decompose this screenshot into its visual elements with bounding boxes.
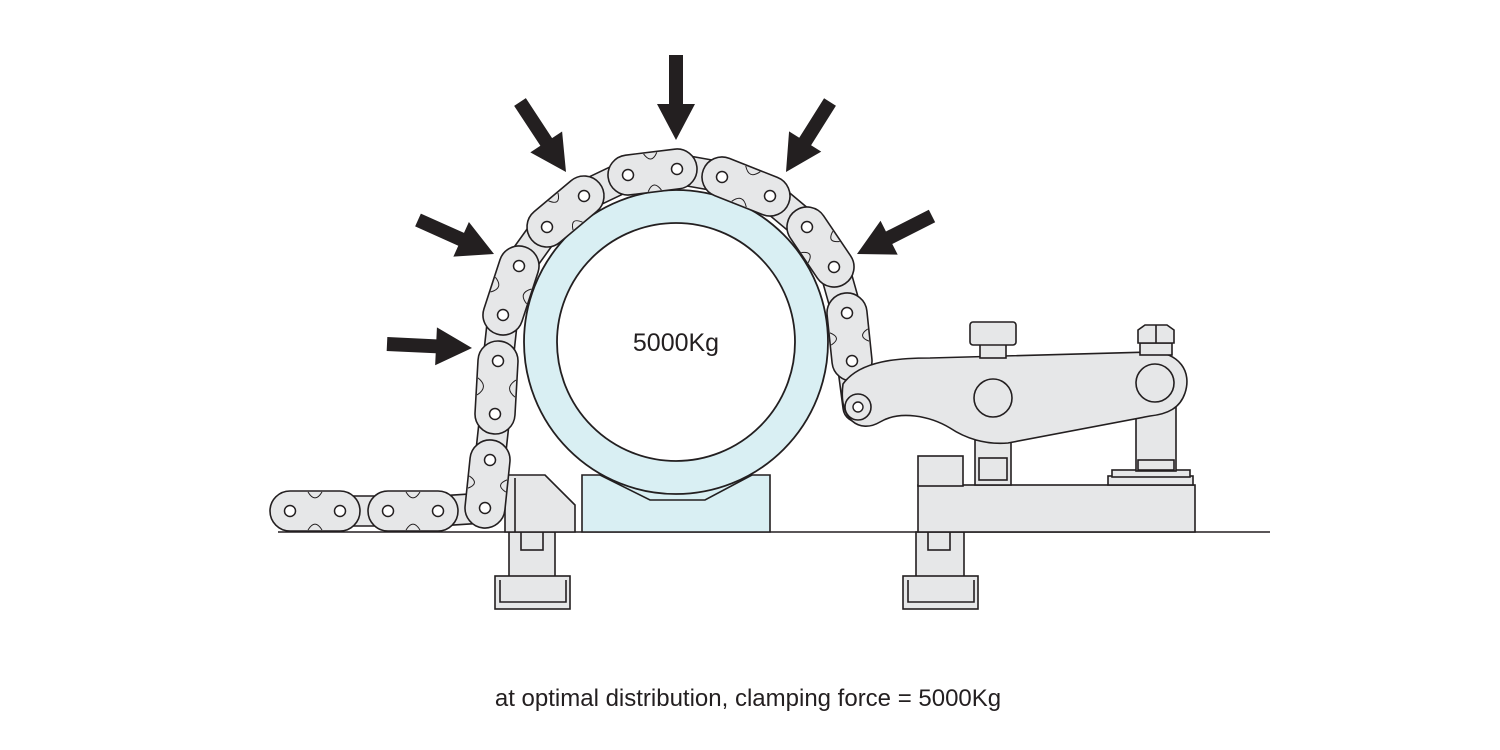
chain-pin (488, 407, 502, 421)
chain-pin (827, 260, 841, 274)
hex-nut-icon (1137, 324, 1175, 356)
chain-hook-pin-center (852, 401, 864, 413)
chain-pin (381, 504, 395, 518)
arrow-icon (856, 209, 936, 255)
chain-pin (431, 504, 445, 518)
arrow-icon (657, 55, 695, 140)
load-label: 5000Kg (633, 329, 719, 357)
chain-pin (845, 354, 859, 368)
chain-pin (483, 453, 497, 467)
arrow-icon (415, 213, 495, 257)
chain-link (367, 490, 459, 532)
chain-anchor-block (504, 474, 576, 533)
chain-pin (496, 308, 510, 322)
clamp-screw-top (969, 321, 1017, 359)
chain-pin (800, 220, 814, 234)
chain-pin (478, 501, 492, 515)
chain-link (464, 439, 511, 529)
clamp-lever-arm (841, 351, 1188, 445)
chain-link (269, 490, 361, 532)
clamp-base (917, 455, 1196, 533)
force-arrows (386, 55, 936, 366)
t-slot-left (494, 531, 571, 610)
arrow-icon (514, 98, 566, 172)
lever-pivot-hole (973, 378, 1013, 418)
chain-pin (577, 189, 591, 203)
chain-link (607, 148, 698, 196)
chain-pin (491, 354, 505, 368)
pipe-inner-bore (556, 222, 796, 462)
chain-pin (763, 189, 777, 203)
chain-link (474, 340, 519, 435)
chain-pin (840, 306, 854, 320)
chain-link (482, 245, 540, 336)
arrow-icon (785, 98, 836, 172)
chain-pin (621, 168, 635, 182)
lever-end-hole (1135, 363, 1175, 403)
chain-pin (670, 162, 684, 176)
arrow-icon (386, 327, 472, 366)
chain-pin (333, 504, 347, 518)
t-slot-right (902, 531, 979, 610)
chain-pin (512, 259, 526, 273)
chain-pin (715, 170, 729, 184)
chain-pin (540, 220, 554, 234)
diagram-caption: at optimal distribution, clamping force … (495, 685, 1001, 712)
chain-pin (283, 504, 297, 518)
